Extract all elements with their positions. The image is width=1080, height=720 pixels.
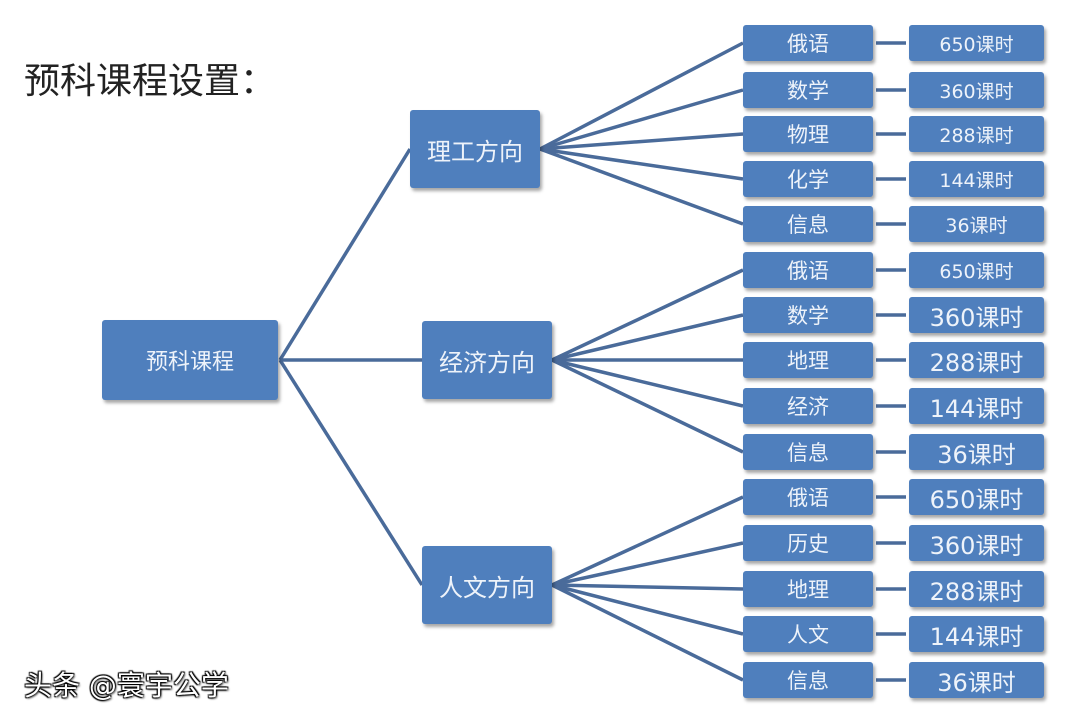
branch-node: 经济方向 <box>422 321 552 399</box>
subject-node: 历史 <box>743 525 873 561</box>
hours-node: 288课时 <box>909 116 1044 152</box>
subject-node: 地理 <box>743 571 873 607</box>
hours-node: 650课时 <box>909 252 1044 288</box>
branch-to-subject-line <box>551 358 744 454</box>
branch-to-subject-line <box>551 583 744 682</box>
hours-node: 360课时 <box>909 297 1044 333</box>
branch-to-subject-line <box>551 313 744 362</box>
hours-node: 288课时 <box>909 571 1044 607</box>
subject-node: 信息 <box>743 434 873 470</box>
watermark: 头条 @寰宇公学 <box>24 669 229 702</box>
hours-node: 36课时 <box>909 434 1044 470</box>
subject-node: 俄语 <box>743 25 873 61</box>
subject-node: 化学 <box>743 161 873 197</box>
branch-to-subject-line <box>539 41 744 151</box>
branch-to-subject-line <box>539 147 744 226</box>
subject-node: 经济 <box>743 388 873 424</box>
hours-node: 36课时 <box>909 206 1044 242</box>
branch-to-subject-line <box>551 358 744 408</box>
subject-node: 地理 <box>743 342 873 378</box>
subject-node: 数学 <box>743 297 873 333</box>
branch-to-subject-line <box>551 541 744 587</box>
branch-to-subject-line <box>551 583 744 636</box>
branch-to-subject-line <box>551 268 744 362</box>
page-title: 预科课程设置： <box>24 61 277 102</box>
branch-to-subject-line <box>551 495 744 587</box>
branch-node: 人文方向 <box>422 546 552 624</box>
branch-to-subject-line <box>539 132 744 151</box>
branch-node: 理工方向 <box>410 110 540 188</box>
hours-node: 650课时 <box>909 25 1044 61</box>
hours-node: 144课时 <box>909 161 1044 197</box>
subject-node: 人文 <box>743 616 873 652</box>
hours-node: 288课时 <box>909 342 1044 378</box>
subject-node: 信息 <box>743 206 873 242</box>
hours-node: 144课时 <box>909 388 1044 424</box>
root-to-branch-line <box>278 359 424 586</box>
root-node: 预科课程 <box>102 320 278 400</box>
subject-node: 物理 <box>743 116 873 152</box>
subject-node: 数学 <box>743 72 873 108</box>
branch-to-subject-line <box>539 88 744 151</box>
hours-node: 360课时 <box>909 525 1044 561</box>
branch-to-subject-line <box>539 147 744 181</box>
subject-node: 俄语 <box>743 479 873 515</box>
subject-node: 俄语 <box>743 252 873 288</box>
subject-node: 信息 <box>743 662 873 698</box>
root-to-branch-line <box>278 148 412 361</box>
hours-node: 144课时 <box>909 616 1044 652</box>
hours-node: 650课时 <box>909 479 1044 515</box>
hours-node: 36课时 <box>909 662 1044 698</box>
branch-to-subject-line <box>551 583 744 591</box>
hours-node: 360课时 <box>909 72 1044 108</box>
